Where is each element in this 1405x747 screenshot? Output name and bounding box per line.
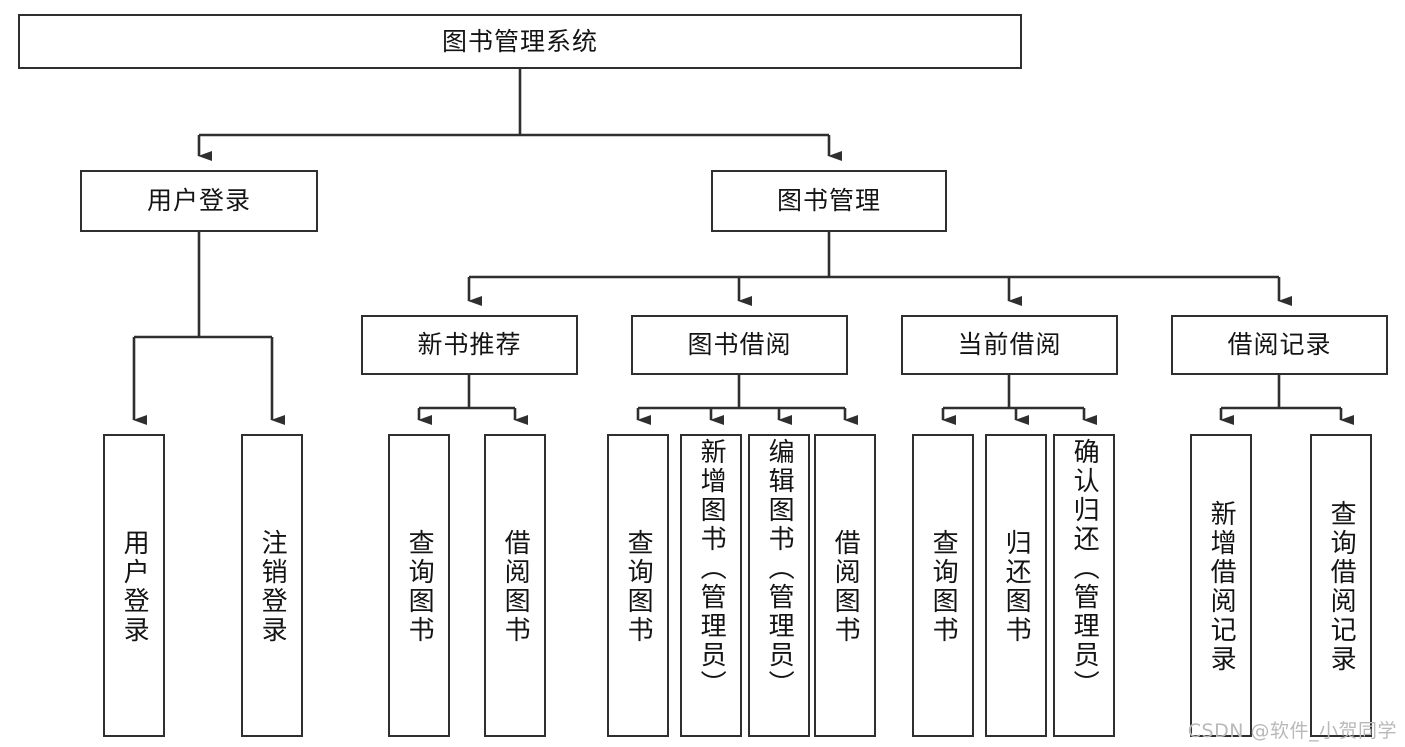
node-leaf-10[interactable]: 归还图书: [985, 434, 1047, 737]
node-level2-2-label: 图书管理: [776, 186, 881, 215]
node-leaf-5[interactable]: 查询图书: [607, 434, 669, 737]
node-leaf-9-label: 查询图书: [928, 528, 959, 645]
node-leaf-7-label: 编辑图书（管理员）: [764, 438, 795, 699]
node-leaf-11[interactable]: 确认归还（管理员）: [1053, 434, 1115, 737]
node-level3-2-label: 图书借阅: [687, 330, 792, 359]
node-leaf-2-label: 注销登录: [257, 528, 288, 645]
node-leaf-8[interactable]: 借阅图书: [814, 434, 876, 737]
node-leaf-4-label: 借阅图书: [500, 528, 531, 645]
node-leaf-11-label: 确认归还（管理员）: [1069, 438, 1100, 699]
node-leaf-4[interactable]: 借阅图书: [484, 434, 546, 737]
node-level2-1[interactable]: 用户登录: [80, 170, 318, 232]
node-leaf-13-label: 查询借阅记录: [1326, 499, 1357, 674]
node-leaf-6-label: 新增图书（管理员）: [696, 438, 727, 699]
node-level2-2[interactable]: 图书管理: [711, 170, 947, 232]
node-leaf-10-label: 归还图书: [1001, 528, 1032, 645]
node-leaf-9[interactable]: 查询图书: [912, 434, 974, 737]
node-leaf-8-label: 借阅图书: [830, 528, 861, 645]
node-leaf-1[interactable]: 用户登录: [103, 434, 165, 737]
node-leaf-12[interactable]: 新增借阅记录: [1190, 434, 1252, 737]
node-leaf-2[interactable]: 注销登录: [241, 434, 303, 737]
watermark-label: CSDN @软件_小贺同学: [1187, 720, 1397, 742]
node-leaf-6[interactable]: 新增图书（管理员）: [680, 434, 742, 737]
node-level2-1-label: 用户登录: [146, 186, 251, 215]
node-level3-4[interactable]: 借阅记录: [1171, 315, 1388, 375]
node-leaf-12-label: 新增借阅记录: [1206, 499, 1237, 674]
node-root[interactable]: 图书管理系统: [18, 14, 1022, 69]
node-leaf-13[interactable]: 查询借阅记录: [1310, 434, 1372, 737]
node-level3-3[interactable]: 当前借阅: [901, 315, 1118, 375]
node-level3-3-label: 当前借阅: [957, 330, 1062, 359]
node-root-label: 图书管理系统: [441, 26, 598, 56]
node-level3-4-label: 借阅记录: [1227, 330, 1332, 359]
node-leaf-3-label: 查询图书: [404, 528, 435, 645]
node-leaf-1-label: 用户登录: [119, 528, 150, 645]
node-leaf-3[interactable]: 查询图书: [388, 434, 450, 737]
node-level3-2[interactable]: 图书借阅: [631, 315, 848, 375]
node-leaf-7[interactable]: 编辑图书（管理员）: [748, 434, 810, 737]
node-level3-1[interactable]: 新书推荐: [361, 315, 578, 375]
node-leaf-5-label: 查询图书: [623, 528, 654, 645]
node-level3-1-label: 新书推荐: [417, 330, 522, 359]
